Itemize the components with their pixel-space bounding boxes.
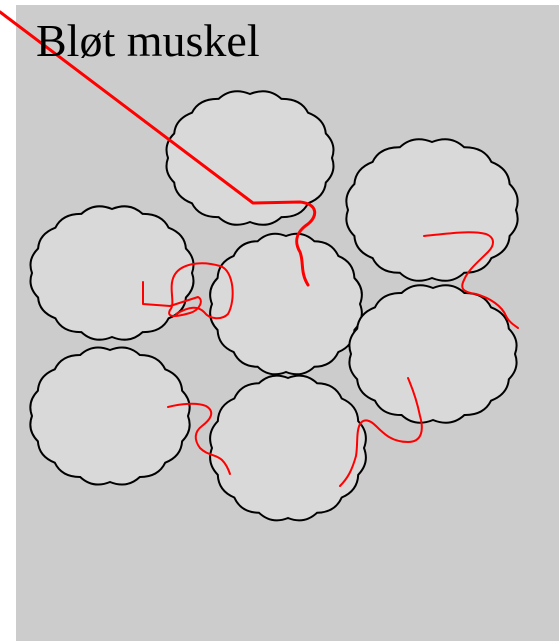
nerve-fiber-right-lower	[339, 377, 423, 487]
cell-left-upper	[29, 205, 195, 341]
nerve-fibers	[0, 10, 519, 487]
cell-right-upper	[345, 138, 519, 282]
nerve-fiber-left-lower	[167, 402, 231, 475]
nerve-fiber-right-upper	[423, 231, 519, 329]
nerve-fiber-main	[0, 10, 317, 287]
cell-center	[209, 232, 363, 376]
cell-top	[165, 90, 335, 226]
cell-left-lower	[29, 346, 191, 486]
cell-right-middle	[348, 284, 518, 424]
diagram-title: Bløt muskel	[36, 15, 260, 66]
muscle-cells	[29, 90, 519, 522]
nerve-fiber-left-loop	[142, 262, 234, 320]
cell-bottom-center	[209, 374, 367, 522]
